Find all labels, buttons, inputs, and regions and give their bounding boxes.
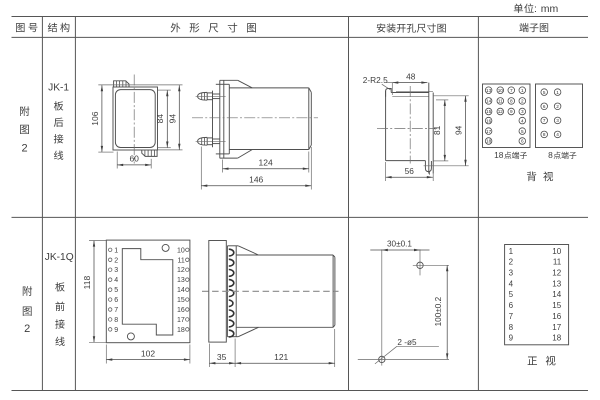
svg-text:16: 16 bbox=[552, 312, 561, 321]
svg-text:11: 11 bbox=[553, 258, 562, 267]
svg-text:6: 6 bbox=[114, 297, 118, 304]
svg-text:2-R2.5: 2-R2.5 bbox=[363, 75, 388, 85]
svg-text:4: 4 bbox=[509, 279, 514, 288]
svg-text:2: 2 bbox=[521, 99, 524, 104]
svg-text:94: 94 bbox=[168, 114, 178, 124]
svg-text:2: 2 bbox=[509, 258, 514, 267]
svg-text:2: 2 bbox=[24, 323, 30, 335]
svg-text:2: 2 bbox=[556, 104, 559, 109]
svg-text:9: 9 bbox=[509, 334, 514, 343]
svg-text:18: 18 bbox=[486, 139, 492, 144]
svg-text:15: 15 bbox=[177, 297, 185, 304]
svg-text:2 -ø5: 2 -ø5 bbox=[397, 338, 417, 347]
svg-text:94: 94 bbox=[453, 125, 463, 135]
svg-text:9: 9 bbox=[510, 109, 513, 114]
svg-text:5: 5 bbox=[114, 287, 118, 294]
svg-text:30±0.1: 30±0.1 bbox=[387, 239, 412, 248]
svg-text:118: 118 bbox=[82, 276, 92, 290]
svg-text:1: 1 bbox=[509, 247, 514, 256]
svg-text:17: 17 bbox=[177, 317, 185, 324]
svg-text:106: 106 bbox=[90, 111, 100, 125]
svg-text:3: 3 bbox=[509, 269, 514, 278]
svg-text:4: 4 bbox=[521, 118, 524, 123]
svg-text:15: 15 bbox=[552, 301, 561, 310]
svg-text:14: 14 bbox=[486, 99, 492, 104]
svg-text::: : bbox=[534, 3, 537, 15]
svg-text:18: 18 bbox=[552, 334, 561, 343]
svg-text:56: 56 bbox=[405, 166, 415, 176]
svg-text:12: 12 bbox=[177, 267, 185, 274]
svg-text:13: 13 bbox=[552, 279, 561, 288]
svg-text:18: 18 bbox=[177, 327, 185, 334]
svg-text:8: 8 bbox=[510, 99, 513, 104]
svg-text:1: 1 bbox=[556, 90, 559, 95]
svg-text:2: 2 bbox=[114, 257, 118, 264]
svg-text:8: 8 bbox=[548, 150, 553, 160]
svg-text:16: 16 bbox=[177, 307, 185, 314]
svg-text:7: 7 bbox=[509, 312, 514, 321]
svg-text:4: 4 bbox=[556, 132, 559, 137]
svg-text:7: 7 bbox=[543, 118, 546, 123]
svg-text:6: 6 bbox=[543, 104, 546, 109]
svg-text:8: 8 bbox=[114, 317, 118, 324]
svg-text:17: 17 bbox=[552, 323, 561, 332]
svg-text:17: 17 bbox=[486, 129, 492, 134]
svg-text:14: 14 bbox=[177, 287, 185, 294]
svg-text:12: 12 bbox=[552, 269, 561, 278]
svg-text:9: 9 bbox=[114, 327, 118, 334]
svg-text:5: 5 bbox=[521, 129, 524, 134]
svg-text:mm: mm bbox=[541, 3, 559, 15]
svg-text:146: 146 bbox=[249, 174, 263, 184]
svg-text:16: 16 bbox=[486, 118, 492, 123]
svg-text:14: 14 bbox=[552, 290, 561, 299]
svg-text:3: 3 bbox=[114, 267, 118, 274]
svg-text:81: 81 bbox=[432, 125, 442, 135]
svg-text:3: 3 bbox=[556, 118, 559, 123]
svg-text:15: 15 bbox=[486, 109, 492, 114]
svg-text:10: 10 bbox=[552, 247, 561, 256]
svg-text:7: 7 bbox=[510, 88, 513, 93]
svg-text:121: 121 bbox=[274, 352, 288, 362]
svg-text:8: 8 bbox=[509, 323, 514, 332]
svg-text:1: 1 bbox=[114, 247, 118, 254]
svg-text:11: 11 bbox=[498, 99, 503, 104]
svg-text:13: 13 bbox=[177, 277, 185, 284]
svg-text:100±0.2: 100±0.2 bbox=[434, 296, 443, 326]
svg-text:11: 11 bbox=[178, 257, 185, 264]
svg-text:48: 48 bbox=[406, 71, 416, 81]
svg-text:12: 12 bbox=[498, 109, 504, 114]
svg-text:1: 1 bbox=[521, 88, 524, 93]
svg-text:7: 7 bbox=[114, 307, 118, 314]
svg-text:4: 4 bbox=[114, 277, 118, 284]
svg-text:10: 10 bbox=[177, 247, 185, 254]
svg-text:10: 10 bbox=[498, 88, 504, 93]
svg-text:84: 84 bbox=[155, 114, 165, 124]
svg-text:102: 102 bbox=[141, 348, 155, 358]
svg-text:3: 3 bbox=[521, 109, 524, 114]
svg-text:6: 6 bbox=[521, 139, 524, 144]
svg-text:5: 5 bbox=[543, 90, 546, 95]
svg-text:60: 60 bbox=[129, 154, 139, 164]
svg-text:8: 8 bbox=[543, 132, 546, 137]
svg-text:6: 6 bbox=[509, 301, 514, 310]
svg-text:124: 124 bbox=[259, 157, 273, 167]
svg-text:35: 35 bbox=[217, 352, 227, 362]
svg-text:13: 13 bbox=[486, 88, 492, 93]
svg-text:18: 18 bbox=[494, 150, 504, 160]
svg-text:2: 2 bbox=[21, 143, 27, 155]
svg-text:5: 5 bbox=[509, 290, 514, 299]
svg-text:JK-1Q: JK-1Q bbox=[45, 252, 74, 263]
svg-text:JK-1: JK-1 bbox=[48, 82, 69, 93]
